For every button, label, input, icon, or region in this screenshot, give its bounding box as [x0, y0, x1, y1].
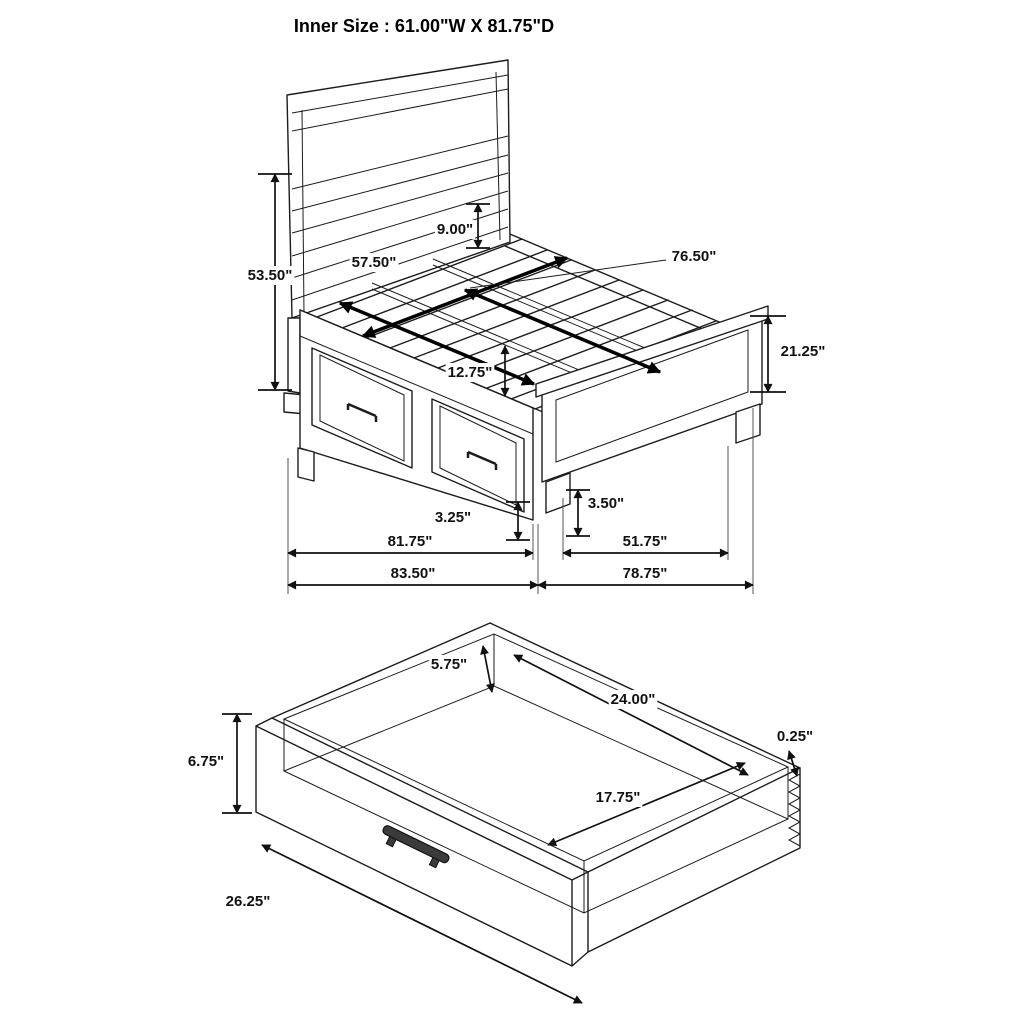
dim-foot-clearance: 3.50": [588, 495, 624, 512]
dim-drawer-inner-height: 5.75": [431, 656, 467, 673]
storage-foot: [297, 447, 315, 482]
headboard-leg: [287, 317, 301, 394]
footboard-foot-left: [545, 472, 571, 514]
drawer-dimensions: [222, 645, 799, 1004]
leader-line-76-50: [469, 259, 667, 289]
dim-platform-height: 12.75": [448, 364, 493, 381]
bed-drawer-handles: [346, 402, 498, 470]
footboard-foot-right: [735, 403, 761, 444]
bed-dimensions: [258, 173, 786, 594]
dim-drawer-inner-width: 17.75": [596, 789, 641, 806]
drawer-right-side: [587, 767, 801, 953]
dim-drawer-front-height: 6.75": [188, 753, 224, 770]
dim-inner-depth: 76.50": [672, 248, 717, 265]
dim-drawer-inner-depth: 24.00": [611, 691, 656, 708]
bed-drawer-right: [431, 398, 525, 513]
dim-drawer-front-width: 26.25": [226, 893, 271, 910]
bed-diagram: 53.50" 9.00" 57.50" 76.50" 21.25" 12.75"…: [245, 59, 828, 594]
dim-storage-side-length: 81.75": [388, 533, 433, 550]
bed-headboard: [283, 59, 511, 415]
dovetail-joints: [787, 773, 802, 847]
page-title: Inner Size : 61.00"W X 81.75"D: [294, 16, 554, 36]
dim-overall-width: 78.75": [623, 565, 668, 582]
dim-headboard-height: 53.50": [248, 267, 293, 284]
drawer-diagram: 5.75" 24.00" 0.25" 6.75" 17.75" 26.25": [185, 622, 816, 1004]
dim-footboard-height: 21.25": [781, 343, 826, 360]
dim-drawer-edge-thickness: 0.25": [777, 728, 813, 745]
dim-footboard-section: 51.75": [623, 533, 668, 550]
dim-overall-length: 83.50": [391, 565, 436, 582]
dim-headboard-to-slat: 9.00": [437, 221, 473, 238]
dim-drawer-clearance: 3.25": [435, 509, 471, 526]
dim-inner-width: 57.50": [352, 254, 397, 271]
